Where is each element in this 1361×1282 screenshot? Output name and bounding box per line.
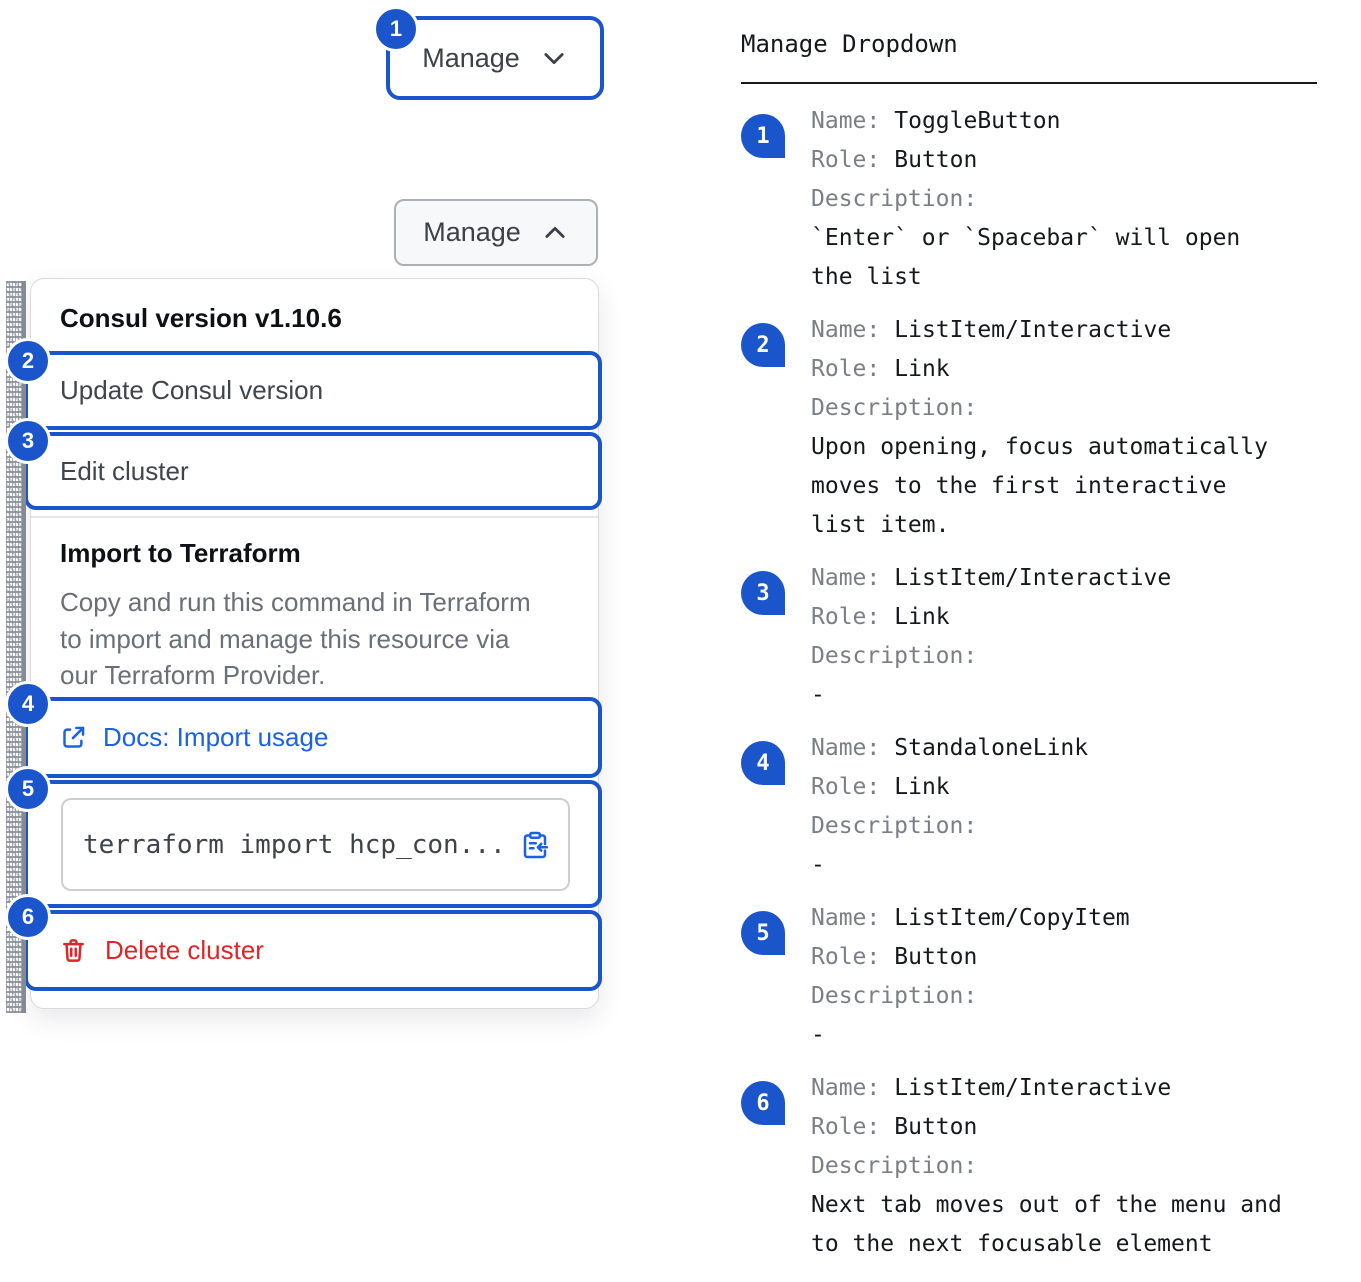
legend-badge-2: 2 [741,323,785,367]
legend-role-value: Link [894,774,950,800]
legend-badge-6: 6 [741,1081,785,1125]
legend-panel: Manage Dropdown 1 Name: ToggleButton Role… [741,30,1333,1278]
legend-badge-4: 4 [741,741,785,785]
chevron-up-icon [545,226,565,238]
legend-name-value: ListItem/CopyItem [894,905,1130,931]
annotation-badge-6-number: 6 [21,904,35,929]
legend-role-value: Button [894,147,978,173]
legend-description-value: - [811,852,825,878]
legend-name-value: ListItem/Interactive [894,565,1172,591]
legend-name-label: Name: [811,1075,881,1101]
delete-cluster-label: Delete cluster [105,935,264,965]
legend-title: Manage Dropdown [741,30,958,58]
legend-name-label: Name: [811,905,881,931]
annotation-badge-1: 1 [373,6,419,52]
legend-item-2: 2 Name: ListItem/Interactive Role: Link De… [741,311,1333,545]
delete-cluster-item[interactable]: Delete cluster [24,910,602,991]
legend-description-label: Description: [811,1153,978,1179]
legend-description-value: Next tab moves out of the menu and to th… [811,1192,1282,1257]
legend-name-label: Name: [811,735,881,761]
legend-description-label: Description: [811,395,978,421]
docs-import-usage-link[interactable]: Docs: Import usage [24,697,602,778]
edit-cluster-label: Edit cluster [60,455,189,486]
legend-role-value: Link [894,604,950,630]
legend-item-5: 5 Name: ListItem/CopyItem Role: Button Des… [741,899,1333,1055]
legend-name-label: Name: [811,317,881,343]
legend-role-label: Role: [811,774,881,800]
legend-badge-5: 5 [741,911,785,955]
annotation-badge-4: 4 [5,681,51,727]
copy-command-item: terraform import hcp_con... [24,780,602,908]
clipboard-copy-icon[interactable] [520,830,550,860]
annotation-badge-2-number: 2 [21,348,35,373]
legend-role-label: Role: [811,147,881,173]
legend-role-label: Role: [811,944,881,970]
legend-description-label: Description: [811,983,978,1009]
legend-item-3: 3 Name: ListItem/Interactive Role: Link De… [741,559,1333,715]
terraform-command-field[interactable]: terraform import hcp_con... [61,798,570,891]
annotation-badge-5-number: 5 [21,776,35,801]
trash-icon [63,939,84,962]
legend-name-value: ListItem/Interactive [894,1075,1172,1101]
legend-badge-1: 1 [741,114,785,158]
legend-description-label: Description: [811,643,978,669]
legend-role-value: Link [894,356,950,382]
consul-version-item: Consul version v1.10.6 [60,303,342,333]
legend-title-rule [741,82,1317,84]
legend-role-label: Role: [811,356,881,382]
legend-description-value: `Enter` or `Spacebar` will open the list [811,225,1241,290]
legend-name-value: ListItem/Interactive [894,317,1172,343]
annotation-badge-5: 5 [5,766,51,812]
annotation-badge-3: 3 [5,418,51,464]
chevron-down-icon [544,53,564,65]
legend-item-6: 6 Name:ListItem/Interactive Role:Button … [741,1069,1333,1264]
legend-name-value: StandaloneLink [894,735,1089,761]
import-section-title: Import to Terraform [60,538,301,568]
legend-name-label: Name: [811,108,881,134]
external-link-icon [63,726,85,748]
legend-item-1: 1 Name: ToggleButton Role: Button Descript… [741,102,1333,297]
annotation-badge-1-number: 1 [389,16,403,41]
legend-description-value: - [811,1022,825,1048]
legend-role-value: Button [894,944,978,970]
manage-toggle-label: Manage [422,42,520,73]
annotation-badge-2: 2 [5,338,51,384]
annotation-badge-4-number: 4 [21,691,35,716]
legend-description-value: - [811,682,825,708]
manage-toggle-expanded-label: Manage [423,217,521,247]
annotation-badge-3-number: 3 [21,428,35,453]
update-consul-version-label: Update Consul version [60,375,324,405]
import-section-description: Copy and run this command in Terraform t… [60,587,531,690]
legend-description-value: Upon opening, focus automatically moves … [811,434,1268,538]
edit-cluster-item[interactable]: Edit cluster [24,432,602,510]
manage-toggle-button[interactable]: Manage [393,23,597,93]
legend-item-4: 4 Name: StandaloneLink Role: Link Descript… [741,729,1333,885]
legend-role-label: Role: [811,1114,881,1140]
legend-role-label: Role: [811,604,881,630]
legend-name-label: Name: [811,565,881,591]
manage-toggle-button-expanded[interactable]: Manage [394,199,598,266]
cropped-edge-texture [6,281,26,1013]
legend-description-label: Description: [811,813,978,839]
legend-description-label: Description: [811,186,978,212]
update-consul-version-item[interactable]: Update Consul version [24,351,602,430]
docs-import-usage-label: Docs: Import usage [103,722,329,752]
annotation-badge-6: 6 [5,894,51,940]
legend-role-value: Button [894,1114,978,1140]
toggle-button-focus-ring: Manage [386,16,604,100]
dropdown-divider [31,516,598,518]
legend-badge-3: 3 [741,571,785,615]
legend-name-value: ToggleButton [894,108,1061,134]
terraform-command-text: terraform import hcp_con... [83,829,506,860]
